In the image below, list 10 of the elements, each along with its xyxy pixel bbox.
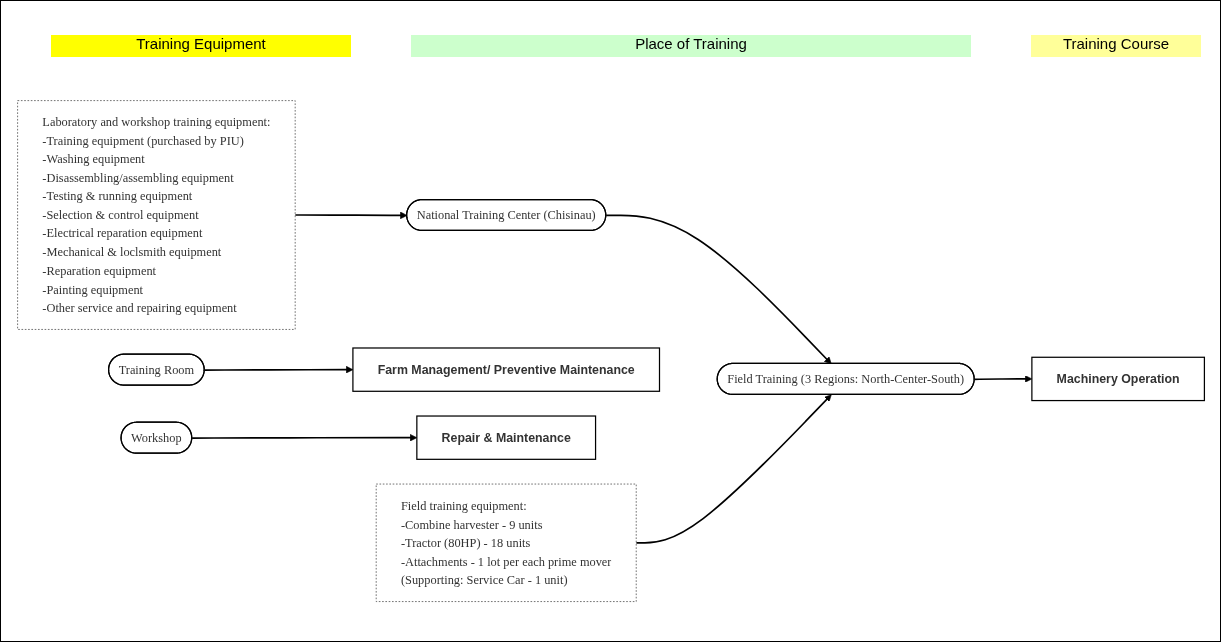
node-box: Machinery Operation	[1031, 356, 1205, 402]
arrow	[635, 394, 832, 544]
arrow	[605, 214, 832, 365]
node-box: Field training equipment: -Combine harvester - 9 units -Tractor (80HP) - 18 units -Attachments - 1 lot per each prime mover (Supporting: Service Car - 1 unit)	[375, 483, 637, 602]
node-box: Laboratory and workshop training equipment: -Training equipment (purchased by PIU) -Washing equipment -Disassembling/assembling equipment -Testing & running equipment -Selection & control equipment -Electrical reparation equipment -Mechanical & loclsmith equipment -Reparation equipment -Painting equipment -Other service and repairing equipment	[17, 100, 296, 330]
column-header: Training Course	[1031, 35, 1201, 57]
node-box: Repair & Maintenance	[416, 415, 597, 460]
column-header: Place of Training	[411, 35, 971, 57]
node-box: Farm Management/ Preventive Maintenance	[352, 347, 661, 392]
column-header: Training Equipment	[51, 35, 351, 57]
